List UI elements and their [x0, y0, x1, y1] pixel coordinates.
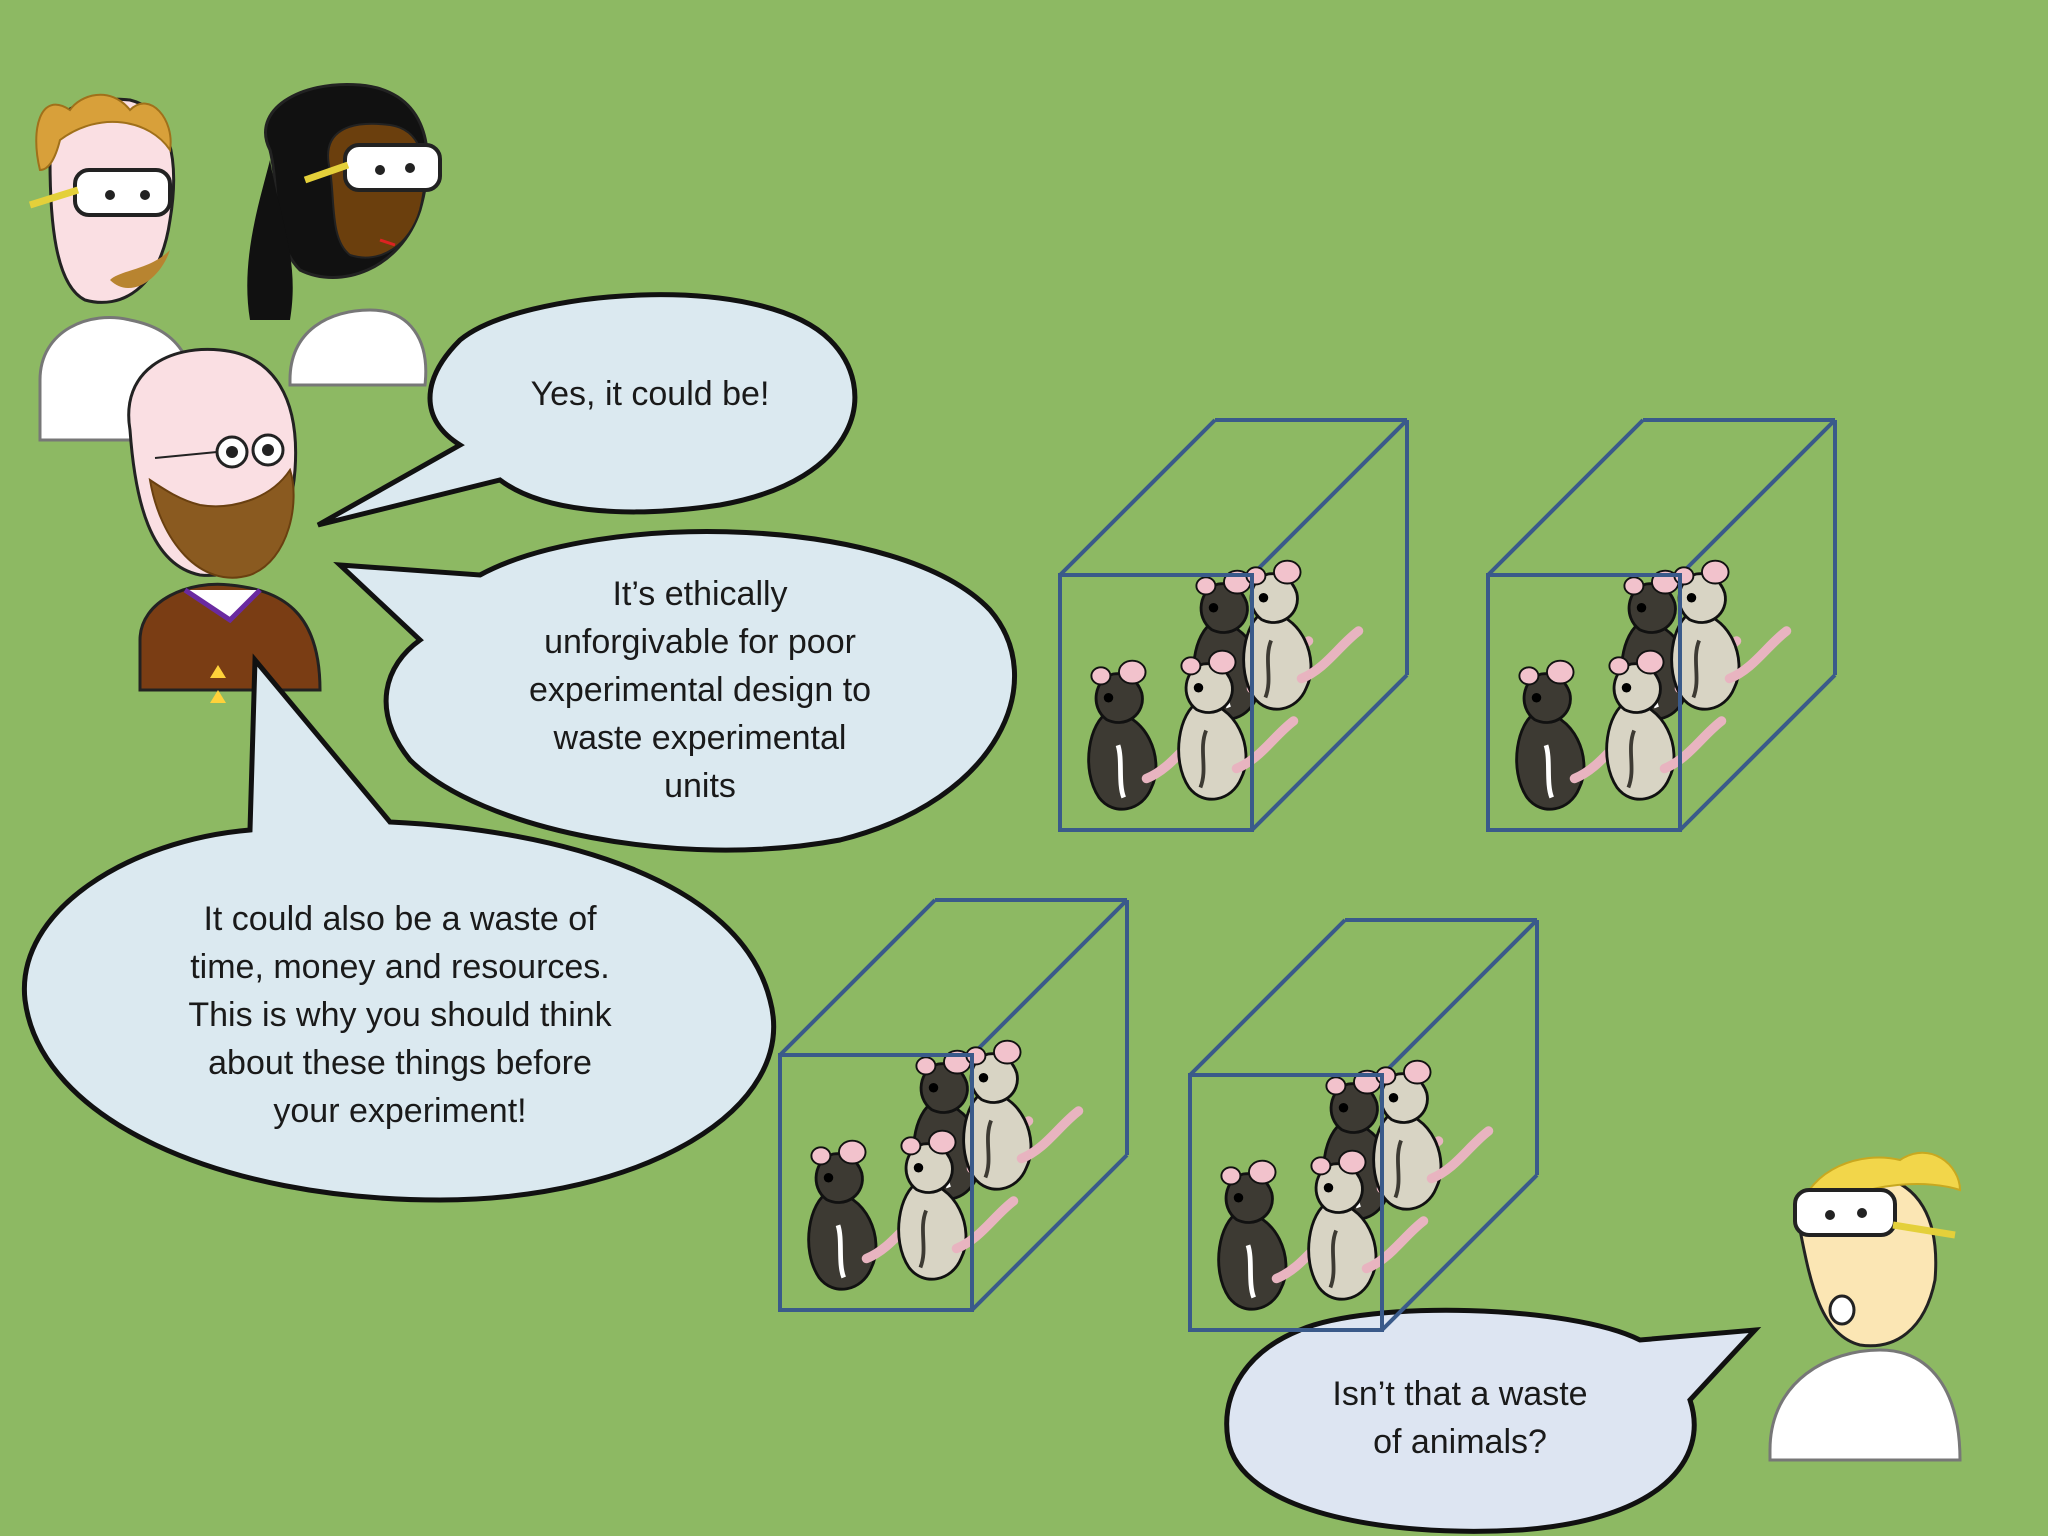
speech-bubble-yes: [316, 292, 858, 528]
light-mouse: [1374, 1061, 1489, 1210]
scientist-blond: [1768, 1151, 1962, 1462]
scientist-ginger: [28, 93, 202, 442]
light-mouse: [1244, 561, 1359, 710]
speech-bubble-question: [1224, 1307, 1762, 1534]
speech-bubble-waste: [21, 653, 777, 1203]
bubble-text-waste: It could also be a waste of time, money …: [188, 900, 612, 1130]
mouse-cage: [1486, 418, 1837, 832]
speech-bubble-ethics: [333, 529, 1017, 853]
cages: [778, 418, 1837, 1332]
scientist-bearded: [127, 347, 322, 703]
mouse-cage: [1058, 418, 1409, 832]
bubble-text-yes: Yes, it could be!: [530, 375, 770, 413]
bubble-text-ethics: It’s ethically unforgivable for poor exp…: [528, 575, 872, 805]
mouse-cage: [1188, 918, 1539, 1332]
scientist-long-hair: [247, 82, 442, 387]
mouse-cage: [778, 898, 1129, 1312]
light-mouse: [964, 1041, 1079, 1190]
light-mouse: [1672, 561, 1787, 710]
bubble-text-question: Isn’t that a waste of animals?: [1332, 1375, 1588, 1461]
